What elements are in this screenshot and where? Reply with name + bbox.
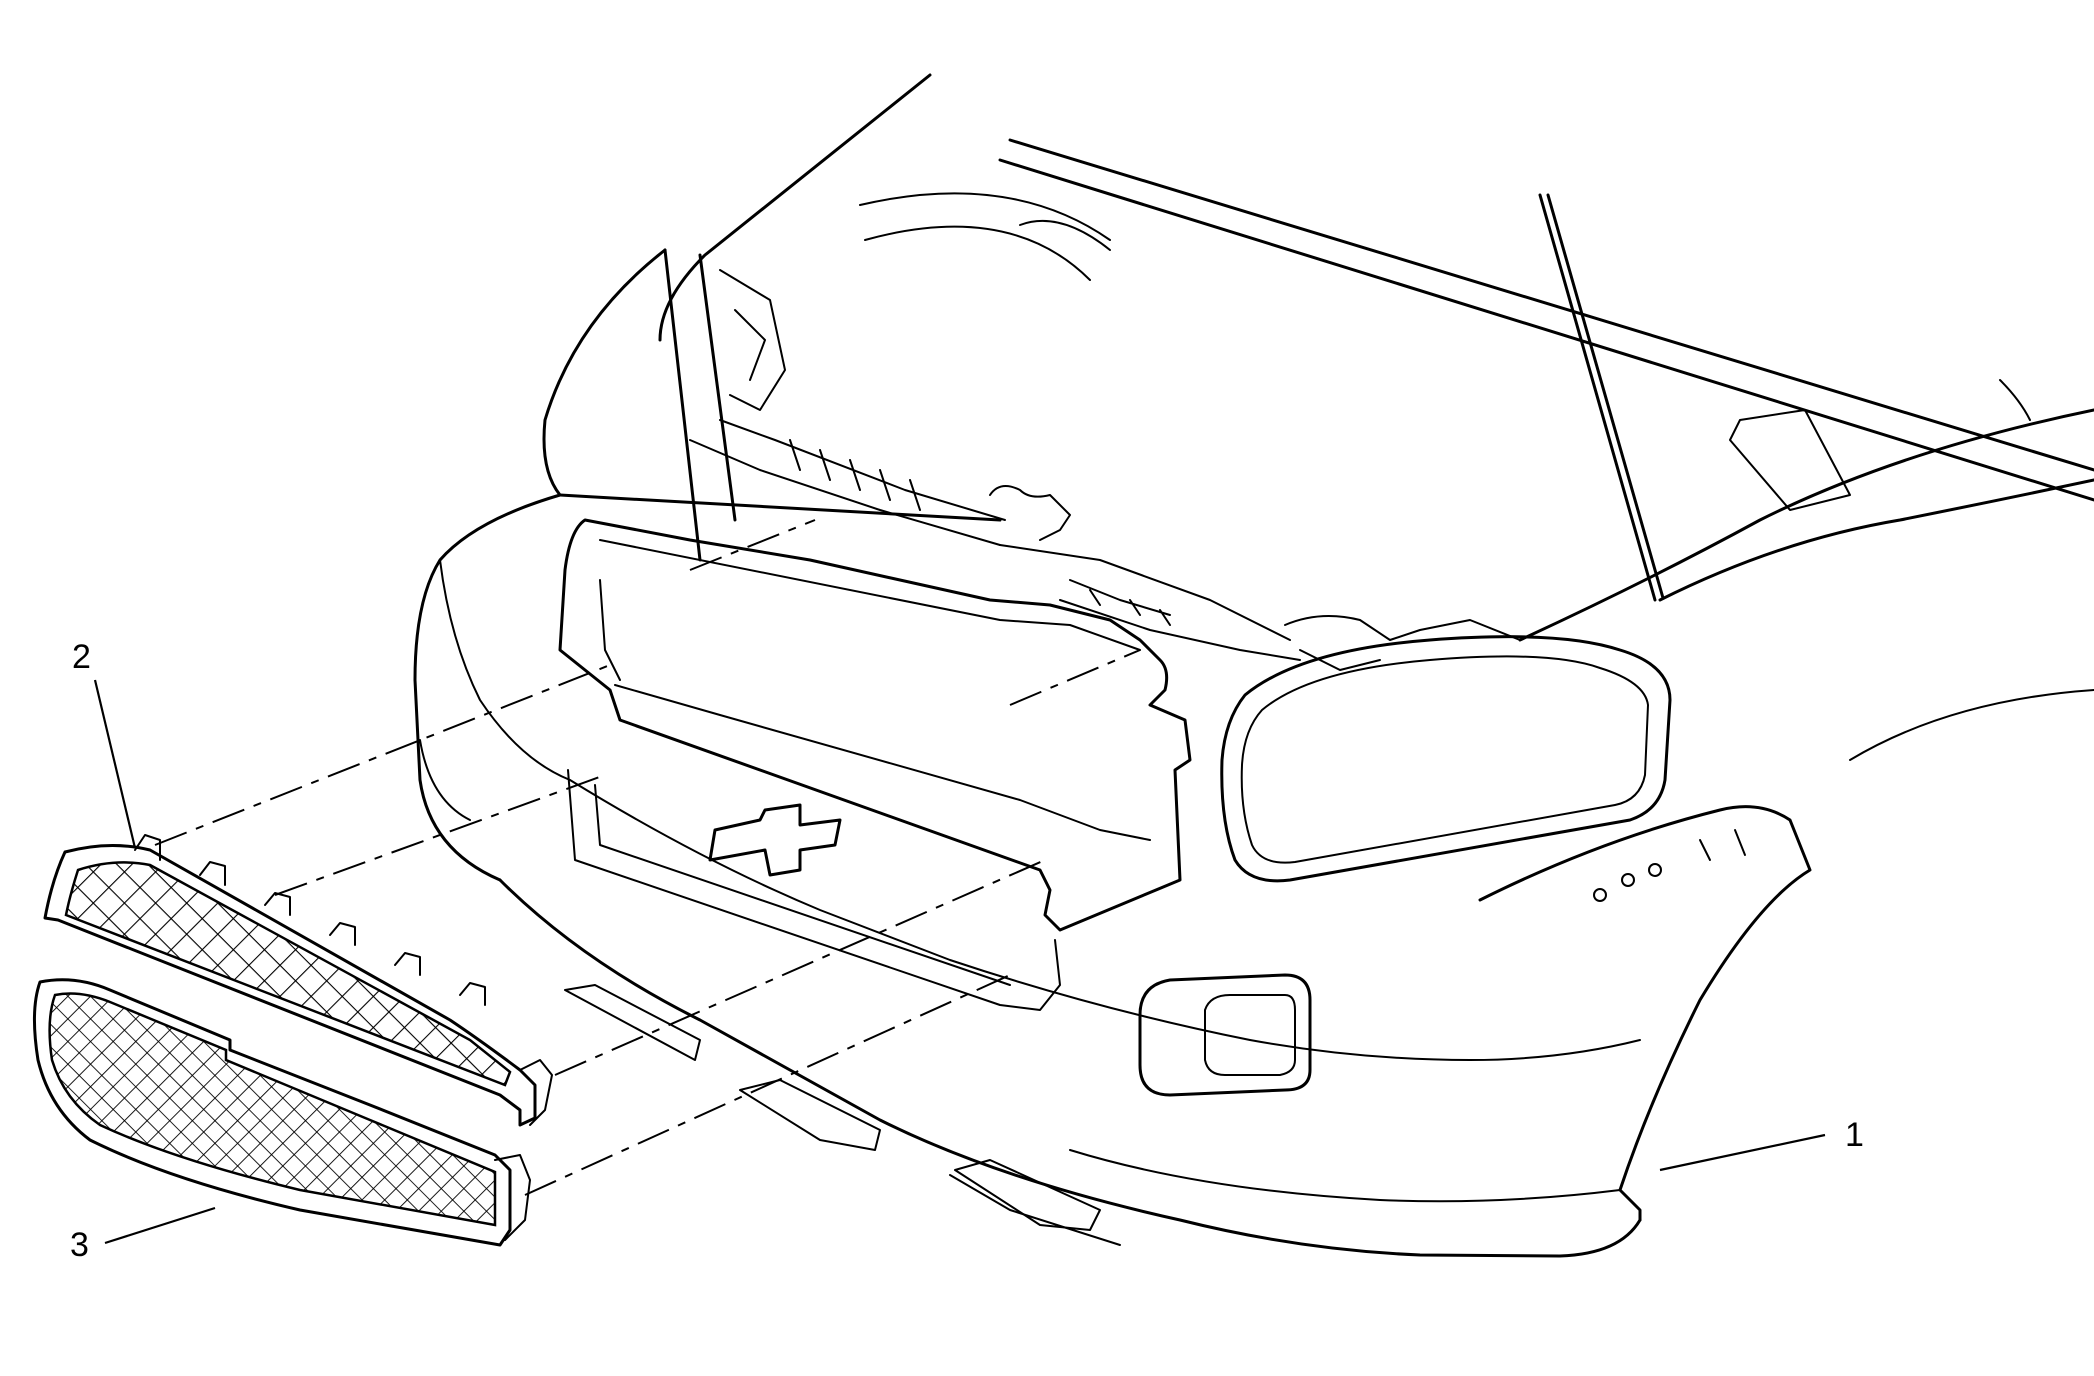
grille-opening-surround xyxy=(558,518,1192,1011)
callout-2: 2 xyxy=(72,638,137,849)
lower-intake-left xyxy=(564,984,701,1061)
callout-label-1: 1 xyxy=(1845,1116,1864,1154)
hood-prop-rod xyxy=(1538,193,1657,602)
right-headlamp xyxy=(1220,635,1672,883)
lower-grille xyxy=(32,978,531,1247)
hood-open xyxy=(658,73,2094,502)
radiator-support xyxy=(663,248,1521,671)
upper-grille xyxy=(43,834,553,1127)
lower-intake-center xyxy=(739,1079,881,1151)
front-bumper-fascia xyxy=(413,493,1812,1258)
lower-intake-lip xyxy=(949,1174,1121,1246)
alignment-lines xyxy=(154,519,1141,1196)
bowtie-emblem xyxy=(708,803,842,877)
callout-label-2: 2 xyxy=(72,638,91,676)
callout-1: 1 xyxy=(1659,1116,1864,1172)
left-fender xyxy=(542,248,667,497)
hood-prop-rod-edge xyxy=(1546,193,1665,600)
callout-label-3: 3 xyxy=(70,1226,89,1264)
callout-3: 3 xyxy=(70,1206,216,1264)
right-fender xyxy=(1518,379,2094,761)
fog-lamp-opening xyxy=(1138,973,1312,1097)
